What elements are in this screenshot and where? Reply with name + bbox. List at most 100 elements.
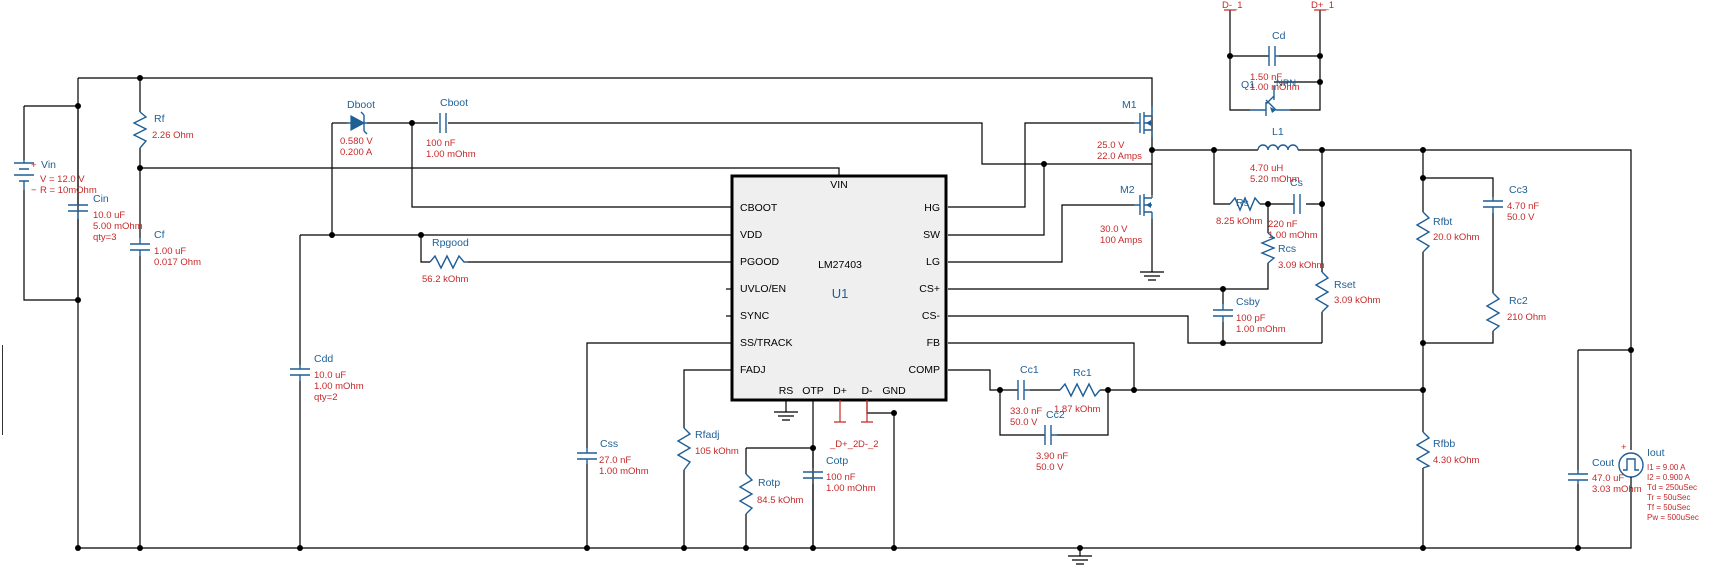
svg-text:Td = 250uSec: Td = 250uSec — [1647, 483, 1697, 492]
diode-dboot[interactable]: Dboot 0.580 V 0.200 A — [340, 99, 375, 158]
svg-text:R = 10mOhm: R = 10mOhm — [40, 185, 97, 196]
ic-pin-right: LG — [926, 256, 940, 268]
transistor-q1[interactable]: Q1 NPN — [1241, 78, 1296, 116]
resistor-rpgood[interactable]: Rpgood 56.2 kOhm — [422, 237, 469, 285]
svg-text:33.0 nF: 33.0 nF — [1010, 406, 1042, 417]
resistor-rf[interactable]: Rf 2.26 Ohm — [132, 111, 194, 149]
capacitor-cotp[interactable]: Cotp 100 nF 1.00 mOhm — [803, 455, 876, 494]
ic-pin-left: PGOOD — [740, 256, 780, 268]
svg-text:1.00 mOhm: 1.00 mOhm — [426, 149, 476, 160]
svg-text:L1: L1 — [1272, 126, 1284, 138]
svg-text:50.0 V: 50.0 V — [1036, 462, 1064, 473]
capacitor-csby[interactable]: Csby 100 pF 1.00 mOhm — [1213, 296, 1286, 335]
svg-text:V = 12.0 V: V = 12.0 V — [40, 174, 85, 185]
svg-text:1.00 mOhm: 1.00 mOhm — [1268, 230, 1318, 241]
ic-u1[interactable]: VIN CBOOT VDD PGOOD UVLO/EN SYNC SS/TRAC… — [730, 174, 948, 402]
capacitor-cd[interactable]: Cd 1.50 nF 1.00 mOhm — [1250, 30, 1300, 93]
ic-pin-right: HG — [924, 202, 940, 214]
ic-pin-bottom: RS — [779, 385, 794, 397]
resistor-rset[interactable]: Rset 3.09 kOhm — [1314, 271, 1381, 313]
mosfet-m1[interactable]: M1 25.0 V 22.0 Amps — [1097, 99, 1153, 162]
svg-text:4.70 nF: 4.70 nF — [1507, 201, 1539, 212]
svg-text:10.0 uF: 10.0 uF — [93, 210, 125, 221]
port-dminus[interactable]: D-_1 — [1222, 0, 1243, 11]
ic-pin-left: SS/TRACK — [740, 337, 793, 349]
svg-text:4.30 kOhm: 4.30 kOhm — [1433, 455, 1480, 466]
svg-text:D-_1: D-_1 — [1222, 0, 1243, 11]
svg-text:100 nF: 100 nF — [826, 472, 856, 483]
svg-text:0.017 Ohm: 0.017 Ohm — [154, 257, 201, 268]
port-dm2[interactable]: D-_2 — [858, 400, 879, 450]
svg-text:Csby: Csby — [1236, 296, 1261, 308]
capacitor-cin[interactable]: Cin 10.0 uF 5.00 mOhm qty=3 — [68, 193, 143, 243]
svg-text:10.0 uF: 10.0 uF — [314, 370, 346, 381]
capacitor-cc1[interactable]: Cc1 33.0 nF 50.0 V — [1010, 364, 1042, 428]
svg-text:1.87 kOhm: 1.87 kOhm — [1054, 404, 1101, 415]
ic-pin-left: SYNC — [740, 310, 770, 322]
resistor-rcs[interactable]: Rcs 3.09 kOhm — [1260, 232, 1325, 271]
svg-text:84.5 kOhm: 84.5 kOhm — [757, 495, 804, 506]
current-source-iout[interactable]: + Iout I1 = 9.00 A I2 = 0.900 A Td = 250… — [1618, 442, 1699, 522]
source-vin[interactable]: + Vin V = 12.0 V − R = 10mOhm — [14, 159, 97, 196]
svg-text:Tr = 50uSec: Tr = 50uSec — [1647, 493, 1691, 502]
svg-text:Rcs: Rcs — [1278, 243, 1296, 255]
svg-text:0.580 V: 0.580 V — [340, 136, 373, 147]
svg-text:1.00 mOhm: 1.00 mOhm — [314, 381, 364, 392]
svg-text:30.0 V: 30.0 V — [1100, 224, 1128, 235]
svg-text:Dboot: Dboot — [347, 99, 375, 111]
svg-text:1.00 mOhm: 1.00 mOhm — [826, 483, 876, 494]
ic-part-number: LM27403 — [818, 259, 862, 271]
svg-text:100 pF: 100 pF — [1236, 313, 1266, 324]
capacitor-cf[interactable]: Cf 1.00 uF 0.017 Ohm — [130, 229, 201, 268]
svg-text:−: − — [31, 185, 37, 196]
svg-text:47.0 uF: 47.0 uF — [1592, 473, 1624, 484]
svg-text:Cout: Cout — [1592, 457, 1614, 469]
svg-text:1.00 mOhm: 1.00 mOhm — [1250, 82, 1300, 93]
port-dplus[interactable]: D+_1 — [1311, 0, 1334, 11]
ic-pin-bottom: D+ — [833, 385, 847, 397]
port-dp2[interactable]: _D+_2 — [829, 400, 858, 450]
resistor-rs[interactable]: Rs 8.25 kOhm — [1216, 196, 1263, 227]
svg-text:220 nF: 220 nF — [1268, 219, 1298, 230]
ic-pin-right: CS- — [922, 310, 941, 322]
capacitor-cc3[interactable]: Cc3 4.70 nF 50.0 V — [1483, 184, 1539, 223]
svg-text:Cdd: Cdd — [314, 353, 333, 365]
svg-text:Rpgood: Rpgood — [432, 237, 469, 249]
capacitor-cs[interactable]: Cs 220 nF 1.00 mOhm — [1268, 177, 1318, 241]
inductor-l1[interactable]: L1 4.70 uH 5.20 mOhm — [1250, 126, 1300, 185]
capacitor-cboot[interactable]: Cboot 100 nF 1.00 mOhm — [426, 97, 476, 160]
capacitor-cout[interactable]: Cout 47.0 uF 3.03 mOhm — [1568, 457, 1642, 495]
resistor-rfbt[interactable]: Rfbt 20.0 kOhm — [1415, 211, 1480, 253]
ic-pin-right: SW — [923, 229, 940, 241]
svg-text:100 Amps: 100 Amps — [1100, 235, 1142, 246]
resistor-rc1[interactable]: Rc1 1.87 kOhm — [1054, 367, 1101, 415]
ic-pin-right: FB — [927, 337, 940, 349]
svg-text:_D+_2: _D+_2 — [829, 439, 858, 450]
ground-symbol-m2 — [1140, 267, 1164, 281]
svg-text:Rfadj: Rfadj — [695, 429, 720, 441]
svg-text:M1: M1 — [1122, 99, 1137, 111]
svg-text:210 Ohm: 210 Ohm — [1507, 312, 1546, 323]
ic-pin-vin: VIN — [830, 179, 848, 191]
resistor-rfadj[interactable]: Rfadj 105 kOhm — [676, 427, 739, 471]
capacitor-cdd[interactable]: Cdd 10.0 uF 1.00 mOhm qty=2 — [290, 353, 364, 403]
svg-text:Rs: Rs — [1236, 197, 1249, 209]
capacitor-cc2[interactable]: Cc2 3.90 nF 50.0 V — [1036, 409, 1068, 473]
resistor-rfbb[interactable]: Rfbb 4.30 kOhm — [1415, 431, 1480, 469]
svg-text:Cs: Cs — [1290, 177, 1303, 189]
svg-text:Cd: Cd — [1272, 30, 1286, 42]
svg-text:Cotp: Cotp — [826, 455, 848, 467]
svg-text:Rfbb: Rfbb — [1433, 438, 1455, 450]
svg-text:+: + — [31, 160, 37, 171]
svg-text:105 kOhm: 105 kOhm — [695, 446, 739, 457]
svg-text:56.2 kOhm: 56.2 kOhm — [422, 274, 469, 285]
resistor-rotp[interactable]: Rotp 84.5 kOhm — [738, 473, 804, 515]
ground-symbol-rs — [774, 411, 798, 421]
svg-text:1.50 nF: 1.50 nF — [1250, 72, 1282, 83]
svg-text:Rf: Rf — [154, 113, 165, 125]
capacitor-css[interactable]: Css 27.0 nF 1.00 mOhm — [577, 438, 649, 477]
mosfet-m2[interactable]: M2 30.0 V 100 Amps — [1100, 184, 1153, 246]
resistor-rc2[interactable]: Rc2 210 Ohm — [1485, 292, 1546, 332]
svg-text:Rc1: Rc1 — [1073, 367, 1092, 379]
